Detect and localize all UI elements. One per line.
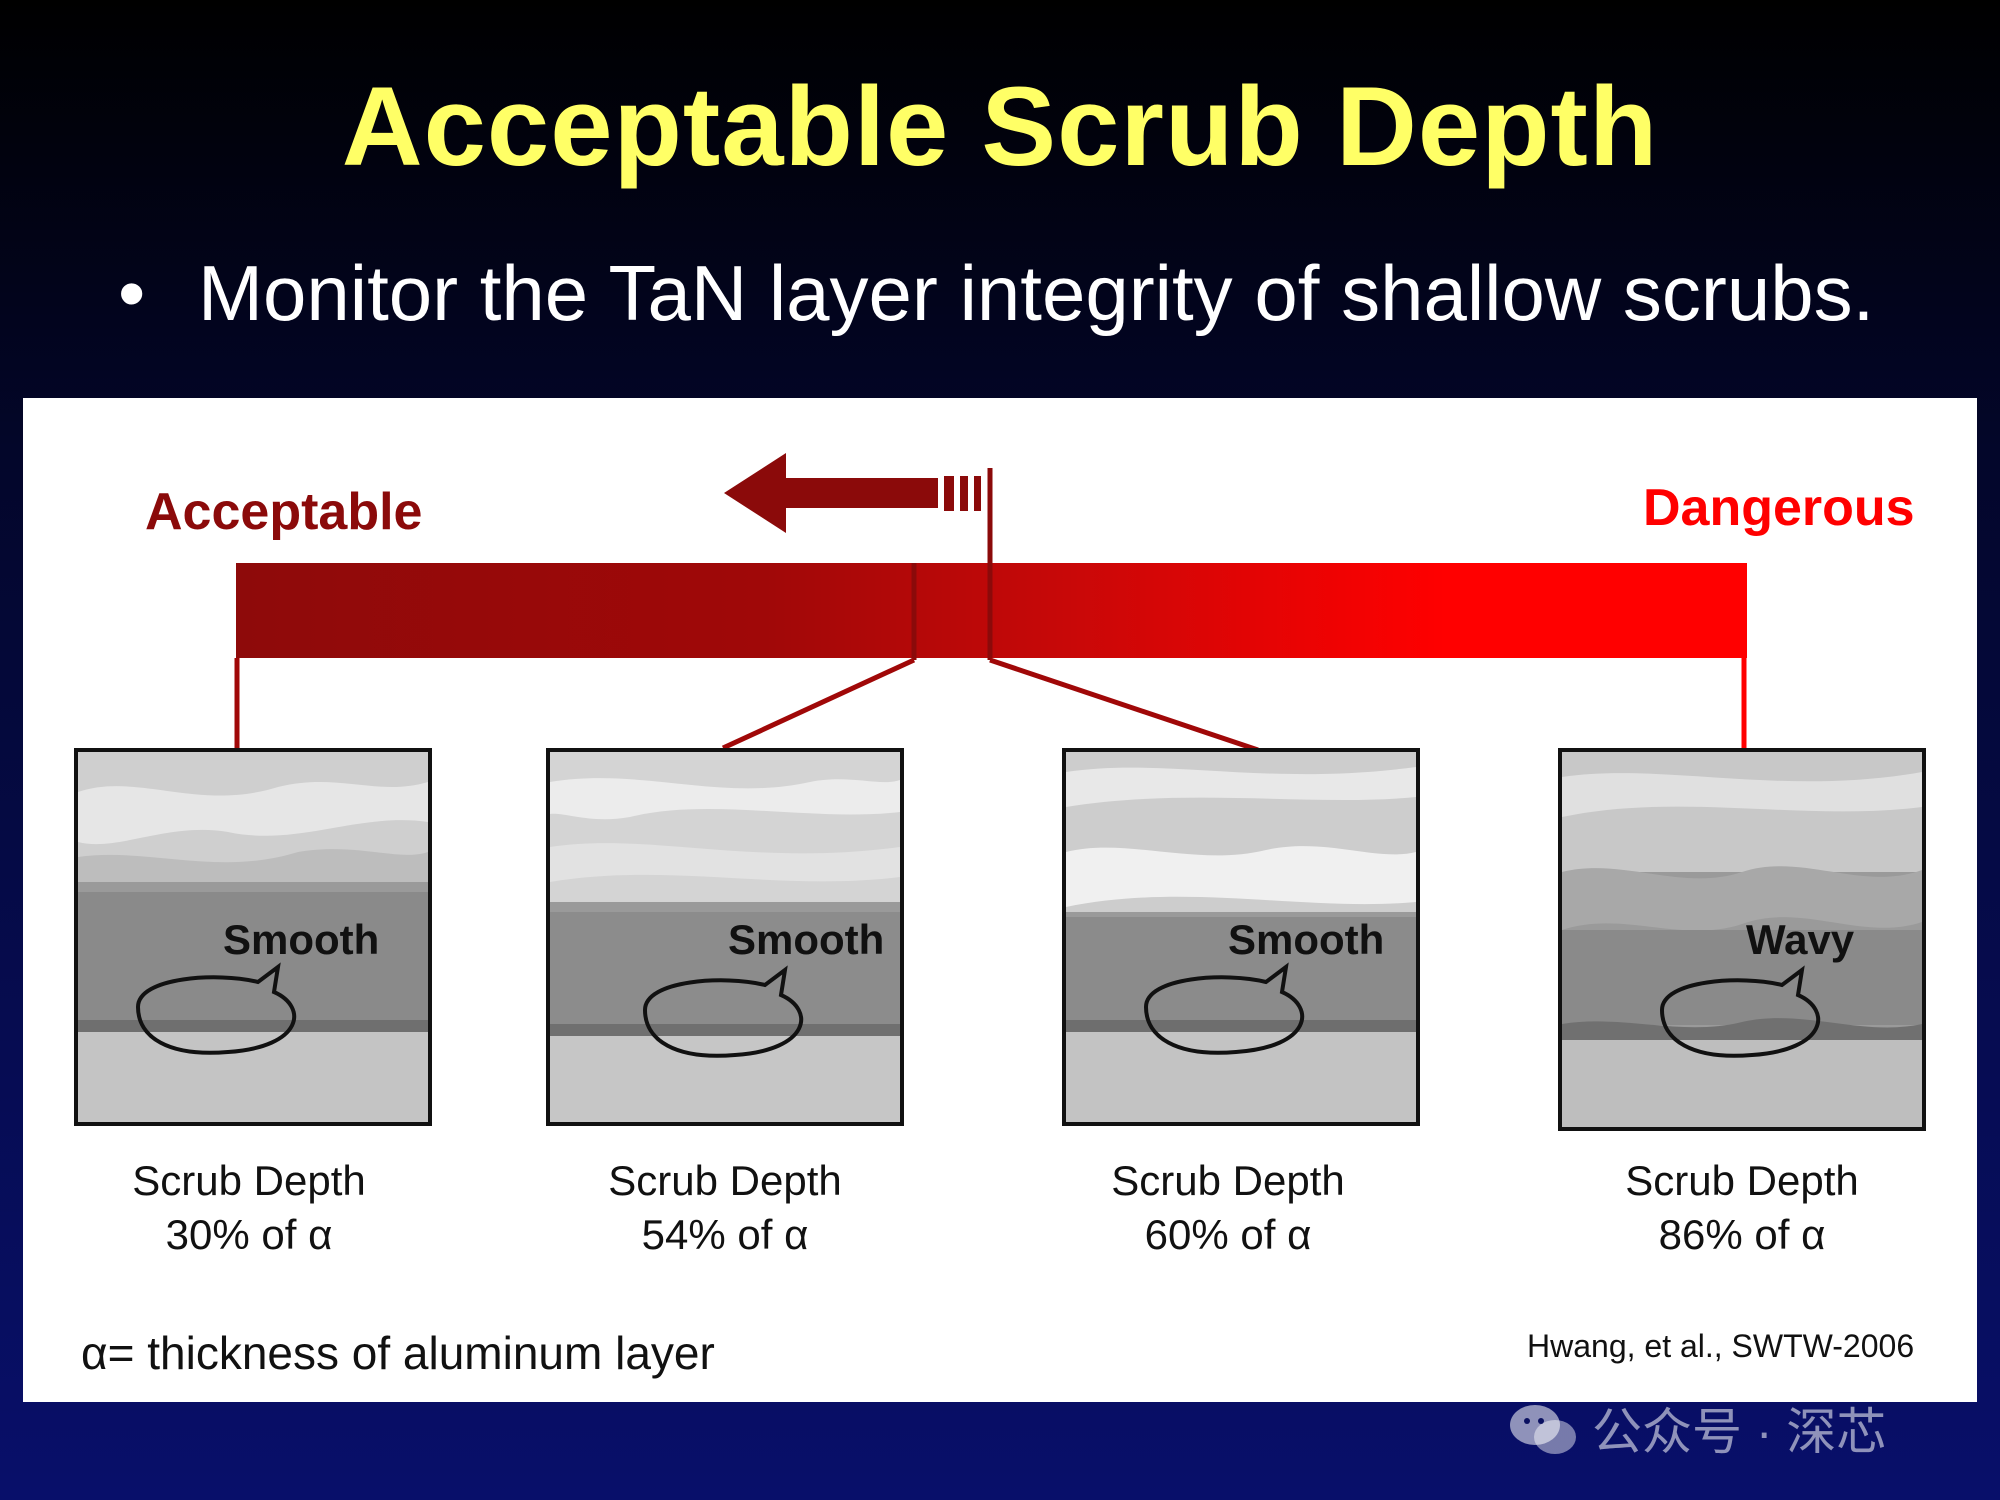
citation: Hwang, et al., SWTW-2006 (1527, 1328, 1915, 1364)
figure-panel: Acceptable Dangerous Smoot (23, 398, 1977, 1402)
sem-micrograph (78, 752, 428, 1122)
bullet-text: Monitor the TaN layer integrity of shall… (198, 249, 1875, 337)
watermark-text: 公众号 · 深芯 (1592, 1404, 1887, 1460)
caption-60-line2: 60% of α (1144, 1211, 1312, 1258)
caption-30-line1: Scrub Depth (132, 1157, 366, 1204)
caption-86-line1: Scrub Depth (1625, 1157, 1859, 1204)
connector-overlay (234, 453, 1747, 753)
connector-60 (989, 657, 1259, 753)
wechat-icon (1508, 1401, 1578, 1471)
caption-54-line2: 54% of α (641, 1211, 809, 1258)
dangerous-label: Dangerous (1643, 479, 1915, 537)
left-arrow-icon (724, 453, 981, 533)
connector-54 (721, 657, 916, 751)
state-label-86: Wavy (1746, 916, 1855, 963)
state-label-54: Smooth (728, 916, 885, 963)
watermark: 公众号 · 深芯 (1508, 1392, 1886, 1471)
state-label-30: Smooth (223, 916, 380, 963)
slide-title: Acceptable Scrub Depth (341, 64, 1659, 189)
alpha-footnote: α= thickness of aluminum layer (81, 1327, 715, 1379)
sem-micrograph (1562, 752, 1922, 1127)
bullet-dot-icon: • (118, 249, 146, 337)
caption-86-line2: 86% of α (1658, 1211, 1826, 1258)
state-label-60: Smooth (1228, 916, 1385, 963)
caption-60: Scrub Depth 60% of α (1028, 1154, 1428, 1262)
acceptable-label: Acceptable (145, 483, 423, 541)
caption-86: Scrub Depth 86% of α (1542, 1154, 1942, 1262)
sem-image-54 (546, 748, 904, 1126)
caption-54-line1: Scrub Depth (608, 1157, 842, 1204)
sem-micrograph (550, 752, 900, 1122)
caption-30: Scrub Depth 30% of α (49, 1154, 449, 1262)
sem-image-86 (1558, 748, 1926, 1131)
caption-30-line2: 30% of α (165, 1211, 333, 1258)
caption-54: Scrub Depth 54% of α (525, 1154, 925, 1262)
bullet-point: • Monitor the TaN layer integrity of shal… (118, 248, 1874, 339)
sem-image-60 (1062, 748, 1420, 1126)
sem-micrograph (1066, 752, 1416, 1122)
caption-60-line1: Scrub Depth (1111, 1157, 1345, 1204)
sem-image-30 (74, 748, 432, 1126)
